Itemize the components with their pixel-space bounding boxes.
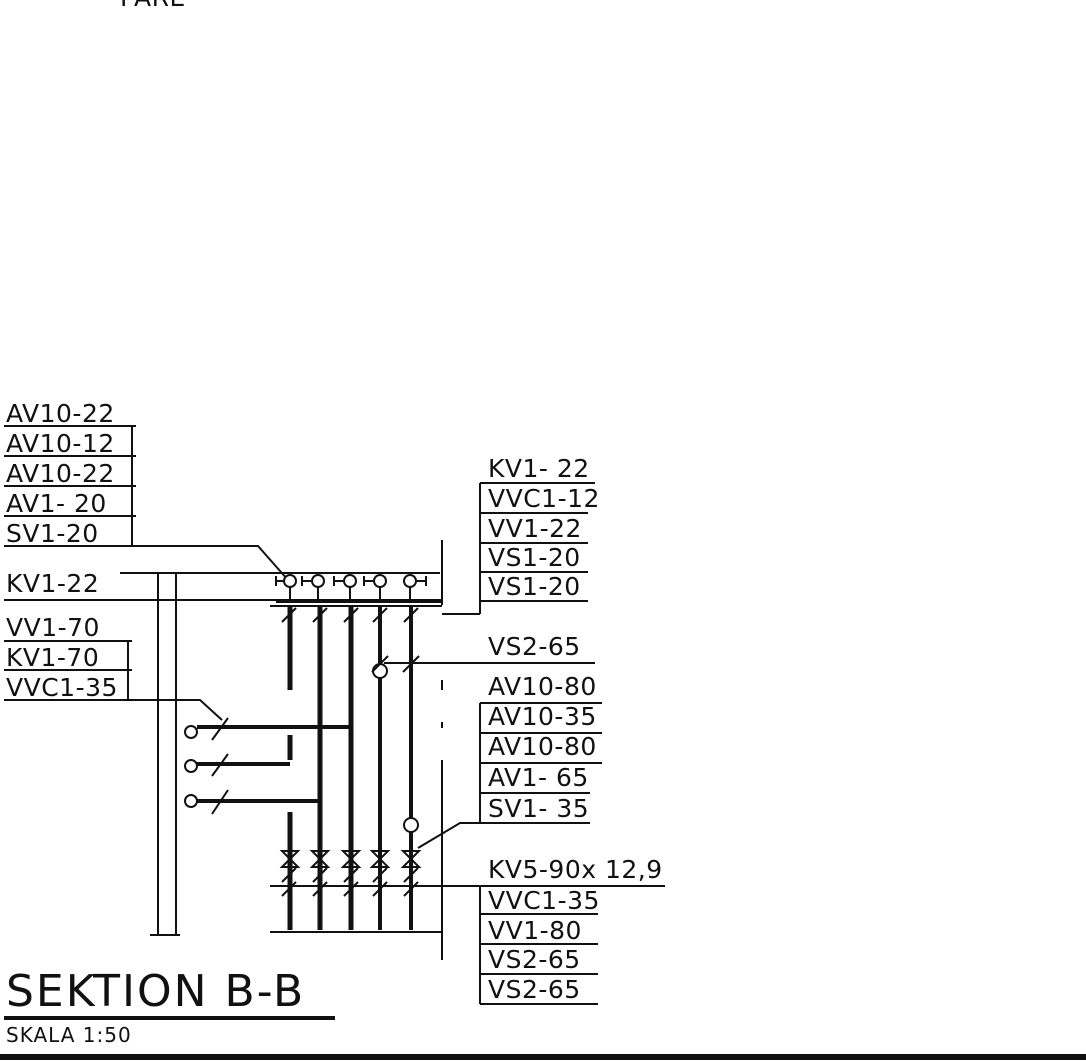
right-bottom-label: VS2-65 (488, 945, 581, 974)
right-top-label: VV1-22 (488, 514, 582, 543)
scale-subtitle: SKALA 1:50 (6, 1023, 132, 1047)
bottom-valve-row (270, 850, 442, 897)
right-mid-group-label: SV1- 35 (488, 794, 589, 823)
right-top-label: VVC1-12 (488, 484, 600, 513)
right-mid-label-stack: AV10-80 AV10-35 AV10-80 AV1- 65 SV1- 35 (417, 672, 602, 849)
left-top-label: SV1-20 (6, 519, 99, 548)
left-lower-label: KV1-70 (6, 643, 99, 672)
left-top-label: AV1- 20 (6, 489, 107, 518)
right-mid-label: VS2-65 (488, 632, 581, 661)
right-bottom-label: VVC1-35 (488, 886, 600, 915)
left-top-label: AV10-12 (6, 429, 115, 458)
right-top-label: KV1- 22 (488, 454, 590, 483)
right-bottom-label: VS2-65 (488, 975, 581, 1004)
right-bottom-label: KV5-90x 12,9 (488, 855, 663, 884)
section-title: SEKTION B-B (6, 966, 305, 1017)
top-valve-row (275, 574, 442, 603)
left-mid-label: KV1-22 (6, 569, 99, 598)
left-lower-label-stack: VV1-70 KV1-70 VVC1-35 (4, 613, 223, 721)
right-mid-group-label: AV1- 65 (488, 763, 589, 792)
left-top-label-stack: AV10-22 AV10-12 AV10-22 AV1- 20 SV1-20 (4, 399, 289, 581)
right-bottom-label: VV1-80 (488, 916, 582, 945)
left-lower-label: VVC1-35 (6, 673, 118, 702)
right-bottom-label-stack: KV5-90x 12,9 VVC1-35 VV1-80 VS2-65 VS2-6… (442, 855, 665, 1005)
right-top-label: VS1-20 (488, 572, 581, 601)
vertical-pipes (281, 606, 420, 930)
left-top-label: AV10-22 (6, 399, 115, 428)
left-top-label: AV10-22 (6, 459, 115, 488)
right-top-label-stack: KV1- 22 VVC1-12 VV1-22 VS1-20 VS1-20 (442, 454, 600, 615)
left-lower-label: VV1-70 (6, 613, 100, 642)
right-mid-group-label: AV10-80 (488, 672, 597, 701)
right-mid-group-label: AV10-35 (488, 702, 597, 731)
right-top-label: VS1-20 (488, 543, 581, 572)
top-fragment-label: PARE (120, 0, 186, 12)
right-mid-group-label: AV10-80 (488, 732, 597, 761)
structure-walls (120, 540, 443, 960)
side-outlets (184, 717, 351, 815)
